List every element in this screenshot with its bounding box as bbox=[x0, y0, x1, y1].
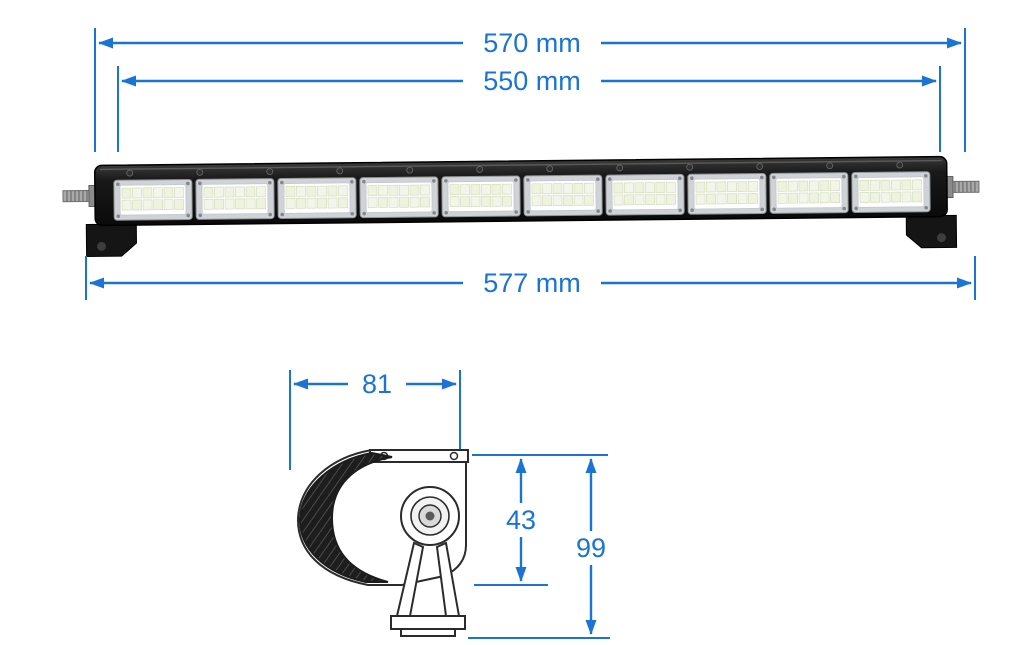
led-module bbox=[441, 175, 521, 218]
housing-top-highlight bbox=[99, 159, 942, 171]
bracket-hole-right bbox=[936, 233, 946, 243]
led-module bbox=[277, 177, 357, 220]
bracket-hole-left bbox=[97, 241, 107, 251]
led-module bbox=[359, 176, 439, 219]
mounting-bolt-left bbox=[62, 184, 99, 208]
dimension-43-label: 43 bbox=[506, 505, 536, 535]
led-module bbox=[769, 172, 849, 214]
mounting-bracket-right bbox=[905, 214, 958, 249]
led-module bbox=[605, 173, 685, 216]
led-light-bar-front-view bbox=[62, 155, 980, 258]
dimension-550: 550 mm bbox=[117, 66, 941, 152]
dimension-99: 99 bbox=[468, 458, 610, 639]
led-module bbox=[195, 178, 275, 220]
housing-screws bbox=[126, 161, 904, 177]
bracket-foot-step bbox=[400, 628, 456, 637]
top-plate-screw bbox=[449, 451, 459, 461]
dimension-570-label: 570 mm bbox=[483, 28, 581, 58]
dimension-577-label: 577 mm bbox=[483, 268, 581, 298]
pivot-bolt-center bbox=[425, 511, 435, 521]
led-module bbox=[687, 172, 767, 215]
side-view-drawing bbox=[296, 449, 469, 637]
dimension-550-label: 550 mm bbox=[483, 66, 581, 96]
dimension-81-label: 81 bbox=[362, 369, 392, 399]
dimension-570: 570 mm bbox=[94, 28, 966, 152]
mounting-bolt-right bbox=[943, 175, 980, 199]
dimension-81: 81 bbox=[289, 369, 461, 470]
bracket-foot bbox=[390, 615, 466, 630]
dimension-43: 43 bbox=[472, 454, 608, 586]
heatsink-fins bbox=[298, 451, 393, 583]
dimension-577: 577 mm bbox=[85, 256, 976, 300]
mounting-bracket-left bbox=[85, 223, 137, 258]
led-module bbox=[113, 178, 193, 221]
dimension-99-label: 99 bbox=[576, 533, 606, 563]
led-module bbox=[523, 174, 603, 217]
led-module bbox=[851, 171, 931, 214]
